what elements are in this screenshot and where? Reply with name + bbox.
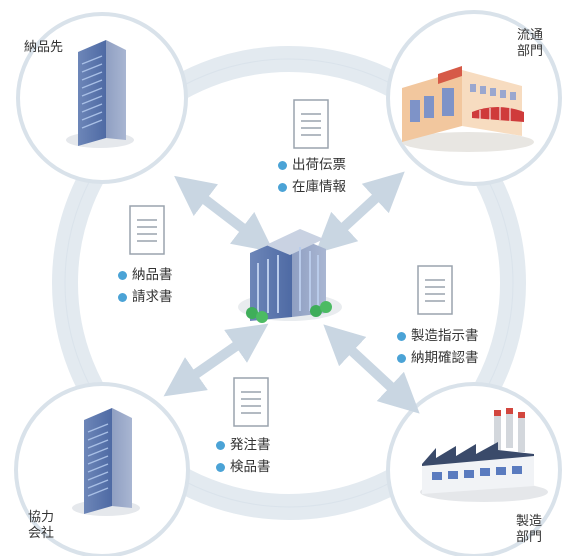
doc-list-top: 出荷伝票 在庫情報 [278, 154, 346, 198]
label-distribution: 流通 部門 [517, 28, 543, 60]
label-delivery-dest: 納品先 [24, 40, 63, 56]
bullet-icon [216, 462, 225, 472]
connection-ring [52, 46, 526, 520]
doc-item: 検品書 [216, 456, 271, 478]
doc-item-label: 在庫情報 [292, 179, 346, 195]
doc-item: 在庫情報 [278, 176, 346, 198]
document-icon [293, 99, 329, 149]
label-partner-line1: 協力 [28, 510, 55, 525]
bullet-icon [278, 160, 287, 170]
bullet-icon [397, 353, 406, 363]
factory-icon [420, 408, 548, 502]
doc-item-label: 出荷伝票 [292, 157, 346, 173]
doc-item-label: 納期確認書 [411, 350, 479, 366]
doc-item: 納品書 [118, 264, 173, 286]
doc-item: 出荷伝票 [278, 154, 346, 176]
label-manufacturing-line1: 製造 [516, 514, 543, 529]
doc-item-label: 検品書 [230, 459, 271, 475]
arrow-top-left [174, 175, 274, 253]
doc-list-right: 製造指示書 納期確認書 [397, 325, 479, 369]
doc-item: 納期確認書 [397, 347, 479, 369]
doc-item: 請求書 [118, 286, 173, 308]
label-distribution-line2: 部門 [517, 44, 544, 59]
bullet-icon [118, 270, 127, 280]
store-building-icon [402, 66, 534, 152]
bullet-icon [118, 292, 127, 302]
label-manufacturing: 製造 部門 [516, 514, 542, 546]
doc-item: 製造指示書 [397, 325, 479, 347]
arrow-bottom-left [163, 323, 269, 397]
bullet-icon [397, 331, 406, 341]
doc-item-label: 発注書 [230, 437, 271, 453]
doc-item-label: 納品書 [132, 267, 173, 283]
document-icon [129, 205, 165, 255]
doc-item-label: 製造指示書 [411, 328, 479, 344]
doc-item: 発注書 [216, 434, 271, 456]
arrow-bottom-right [323, 324, 420, 414]
label-delivery-dest-text: 納品先 [24, 40, 64, 55]
bullet-icon [216, 440, 225, 450]
bullet-icon [278, 182, 287, 192]
label-partner-line2: 会社 [28, 526, 55, 541]
doc-list-bottom: 発注書 検品書 [216, 434, 271, 478]
office-building-icon [72, 408, 140, 516]
office-building-icon [66, 40, 134, 148]
label-partner: 協力 会社 [28, 510, 54, 542]
headquarters-building-icon [238, 229, 342, 323]
doc-item-label: 請求書 [132, 289, 173, 305]
doc-list-left: 納品書 請求書 [118, 264, 173, 308]
arrow-top-right [315, 171, 405, 254]
label-distribution-line1: 流通 [517, 28, 544, 43]
label-manufacturing-line2: 部門 [516, 530, 543, 545]
document-icon [233, 377, 269, 427]
document-icon [417, 265, 453, 315]
